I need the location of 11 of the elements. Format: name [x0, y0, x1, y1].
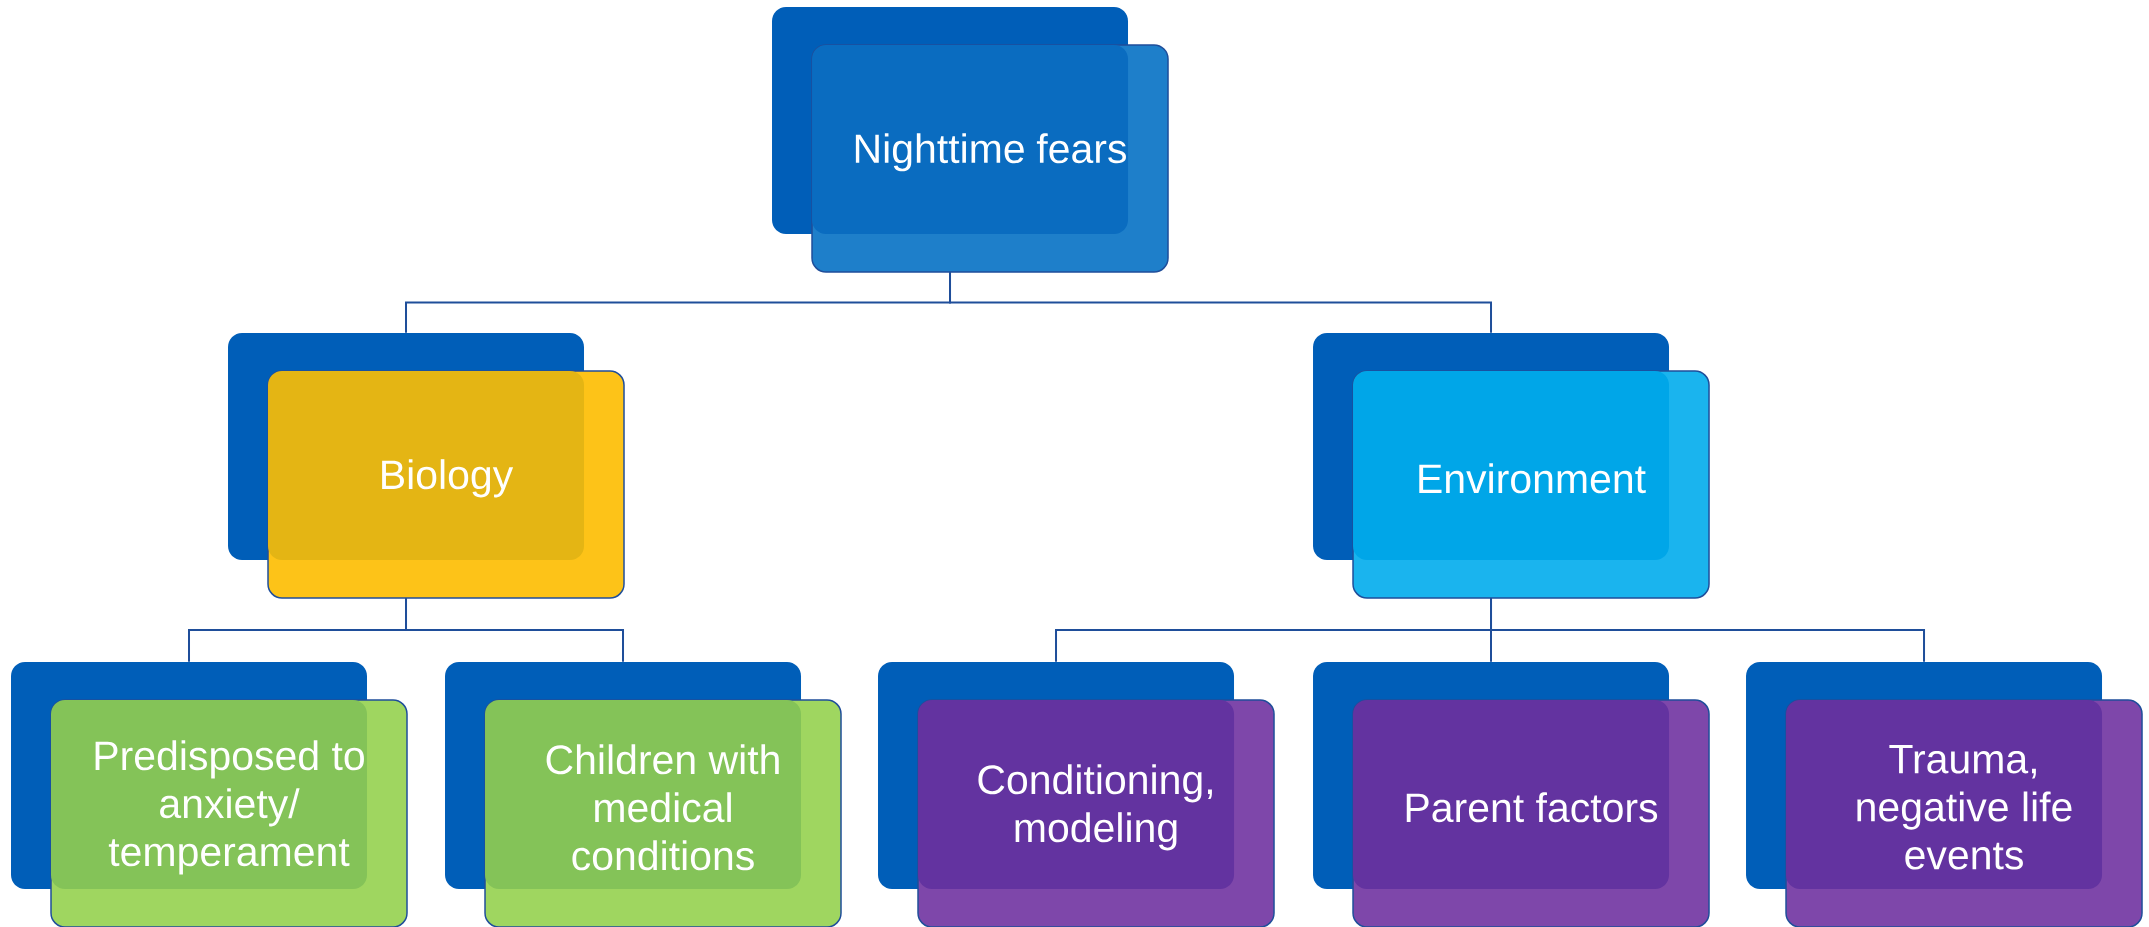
category-box: Environment [1313, 333, 1710, 599]
factor-box: Conditioning, modeling [878, 662, 1275, 927]
connector-line [405, 597, 624, 663]
factor-box: Children with medical conditions [445, 662, 842, 927]
connector-line [949, 271, 1492, 334]
category-box: Biology [228, 333, 625, 599]
connector-line [1490, 597, 1925, 663]
factor-box: Parent factors [1313, 662, 1710, 927]
topic-box: Nighttime fears [772, 7, 1169, 273]
factor-box: Predisposed to anxiety/ temperament [11, 662, 408, 927]
factor-box: Trauma, negative life events [1746, 662, 2143, 927]
